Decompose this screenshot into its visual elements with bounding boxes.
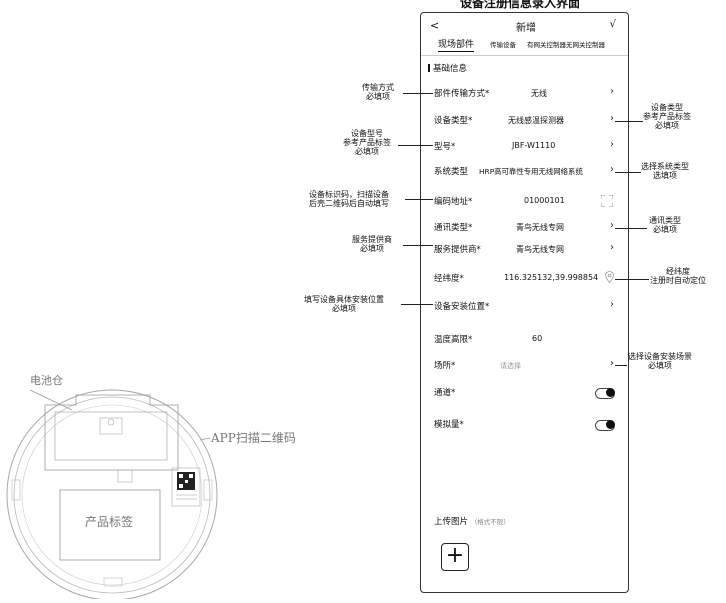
callout-device-type: 设备类型参考产品标签必填项 [643,103,691,131]
screen-title: 新增 [516,23,536,34]
field-system-type-value: HRP高可靠性专用无线网络系统 [479,167,583,176]
tab-no-gateway-controller[interactable]: 无网关控制器 [566,41,605,49]
chevron-right-icon[interactable]: › [610,242,614,253]
field-address-value: 01000101 [524,196,565,205]
field-channel-label: 通道* [434,388,456,398]
field-device-type-value: 无线感温探测器 [508,116,564,125]
tab-onsite-parts[interactable]: 现场部件 [438,37,475,52]
field-model-label: 型号* [434,142,456,152]
field-transmission-label: 部件传输方式* [434,89,490,99]
field-provider-label: 服务提供商* [434,245,481,255]
product-label-text: 产品标签 [85,515,134,529]
device-back-view: 电池仓 APP扫描二维码 产品标签 [0,330,296,601]
leader-line [615,121,643,122]
field-model-value: JBF-W1110 [512,141,556,150]
battery-compartment-label: 电池仓 [30,374,63,387]
back-button[interactable]: < [430,19,440,32]
leader-line [615,172,641,173]
field-transmission-value: 无线 [531,89,547,98]
field-device-type-label: 设备类型* [434,116,473,126]
leader-line [615,228,647,229]
callout-transmission: 传输方式必填项 [362,83,394,102]
phone-screen: < 新增 √ 现场部件 传输设备 有网关控制器 无网关控制器 基础信息 部件传输… [420,12,629,593]
location-pin-icon[interactable] [605,271,614,283]
chevron-right-icon[interactable]: › [610,358,614,369]
field-site-label: 场所* [434,361,456,371]
channel-toggle[interactable] [595,388,615,399]
callout-address: 设备标识码，扫描设备后壳二维码后自动填写 [309,190,389,209]
field-site-placeholder[interactable]: 请选择 [500,362,521,370]
leader-line [401,304,433,305]
figure-title: 设备注册信息录入界面 [460,0,581,10]
field-temp-limit-label: 温度高限* [434,335,473,345]
leader-line [403,245,433,246]
chevron-right-icon[interactable]: › [610,164,614,175]
field-provider-value: 青鸟无线专网 [516,245,564,254]
callout-site: 选择设备安装场景必填项 [628,352,692,371]
callout-install-location: 填写设备具体安装位置必填项 [304,295,384,314]
field-address-label: 编码地址* [434,197,473,207]
upload-label: 上传图片 [434,517,469,527]
field-comm-type-value: 青鸟无线专网 [516,223,564,232]
device-outline [6,389,218,601]
tab-transmission-device[interactable]: 传输设备 [490,41,516,49]
section-title: 基础信息 [433,64,468,74]
section-marker [428,64,430,72]
callout-comm-type: 通讯类型必填项 [649,216,681,235]
field-analog-label: 模拟量* [434,420,464,430]
callout-coords: 经纬度注册时自动定位 [650,267,706,286]
upload-hint: （格式不限） [470,518,510,526]
leader-line [615,365,627,366]
field-coords-value: 116.325132,39.998854 [504,273,599,282]
scan-icon[interactable] [601,195,613,207]
tab-gateway-controller[interactable]: 有网关控制器 [527,41,566,49]
header-divider [421,55,628,56]
toggle-knob [606,420,615,429]
leader-line [615,279,649,280]
confirm-button[interactable]: √ [609,19,616,30]
chevron-right-icon[interactable]: › [610,139,614,150]
toggle-knob [606,388,615,397]
field-coords-label: 经纬度* [434,274,464,284]
chevron-right-icon[interactable]: › [610,113,614,124]
chevron-right-icon[interactable]: › [610,220,614,231]
field-system-type-label: 系统类型 [434,167,469,177]
chevron-right-icon[interactable]: › [610,299,614,310]
field-comm-type-label: 通讯类型* [434,223,473,233]
callout-model: 设备型号参考产品标签必填项 [343,129,391,157]
leader-line [405,199,433,200]
leader-line [403,93,433,94]
add-image-button[interactable]: + [441,543,469,571]
upload-section: 上传图片 （格式不限） [434,515,510,527]
chevron-right-icon[interactable]: › [610,86,614,97]
field-install-location-label: 设备安装位置* [434,302,490,312]
analog-toggle[interactable] [595,420,615,431]
qr-scan-label: APP扫描二维码 [211,431,296,445]
leader-line [398,145,433,146]
callout-system-type: 选择系统类型选填项 [641,162,689,181]
field-temp-limit-value[interactable]: 60 [532,334,543,343]
callout-provider: 服务提供商必填项 [352,235,392,254]
